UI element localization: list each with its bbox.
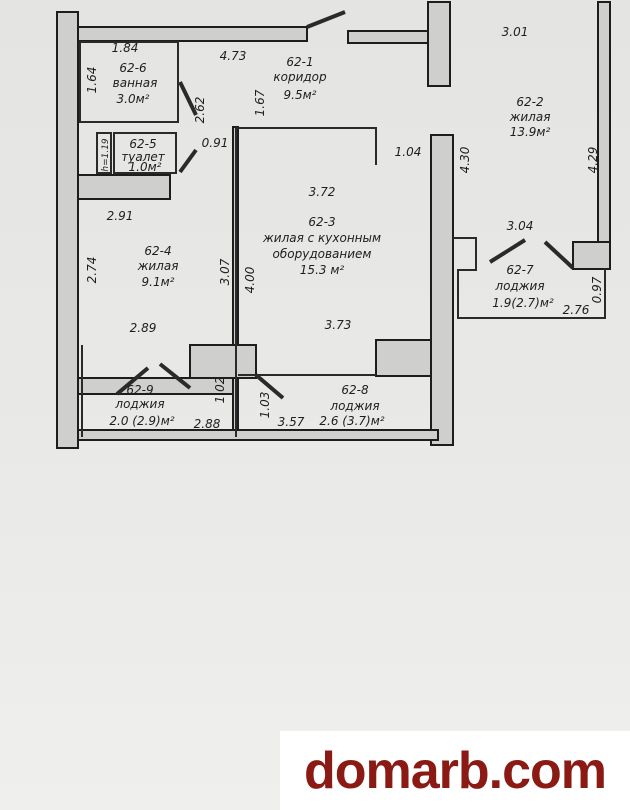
dimension: 0.97 — [590, 276, 604, 303]
room-id: 62-3 — [308, 215, 335, 229]
room-id: 62-1 — [286, 55, 313, 69]
dimension: 3.07 — [218, 258, 232, 285]
room-62-9: 62-9 лоджия 2.0 (2.9)м² — [109, 383, 174, 428]
dimension: 3.73 — [325, 318, 352, 332]
dimension: 1.67 — [253, 89, 267, 116]
room-id: 62-9 — [126, 383, 153, 397]
room-area: 3.0м² — [117, 92, 150, 106]
room-name: жилая — [137, 259, 179, 273]
room-name: лоджия — [494, 279, 544, 293]
room-id: 62-7 — [506, 263, 534, 277]
room-area: 9.1м² — [142, 275, 175, 289]
dimension: 4.30 — [458, 146, 472, 173]
room-name: туалет — [121, 150, 165, 164]
watermark-text: domarb.com — [303, 741, 607, 800]
dimension: 3.04 — [507, 219, 534, 233]
dimensions: 1.84 1.64 4.73 1.67 2.62 h=1.19 0.91 1.0… — [85, 25, 604, 431]
room-name-line2: оборудованием — [273, 247, 372, 261]
dimension: 1.03 — [258, 392, 272, 419]
room-name: лоджия — [114, 397, 164, 411]
room-62-7: 62-7 лоджия 1.9(2.7)м² — [492, 263, 554, 310]
dimension: 1.64 — [85, 67, 99, 94]
dimension: 3.57 — [278, 415, 305, 429]
room-62-5: 62-5 туалет 1.0м² — [121, 137, 165, 174]
watermark: domarb.com — [280, 731, 630, 810]
room-62-6: 62-6 ванная 3.0м² — [113, 61, 158, 106]
room-area: 15.3 м² — [300, 263, 345, 277]
dimension: 2.91 — [107, 209, 134, 223]
dimension: 4.00 — [243, 266, 257, 293]
room-name: коридор — [273, 70, 327, 84]
dimension: h=1.19 — [101, 138, 111, 172]
dimension: 4.73 — [220, 49, 247, 63]
room-area: 1.0м² — [129, 160, 162, 174]
room-name: ванная — [113, 76, 158, 90]
room-id: 62-2 — [516, 95, 543, 109]
dimension: 2.88 — [194, 417, 221, 431]
inner-lines — [79, 41, 606, 437]
room-name: лоджия — [329, 399, 379, 413]
room-area: 2.0 (2.9)м² — [109, 414, 174, 428]
dimension: 2.74 — [85, 257, 99, 284]
room-62-4: 62-4 жилая 9.1м² — [137, 244, 179, 289]
room-62-1: 62-1 коридор 9.5м² — [273, 55, 327, 102]
room-name: жилая — [509, 110, 551, 124]
room-id: 62-6 — [119, 61, 147, 75]
room-name: жилая с кухонным — [262, 231, 381, 245]
dimension: 1.04 — [395, 145, 422, 159]
dimension: 0.91 — [202, 136, 229, 150]
room-id: 62-4 — [144, 244, 171, 258]
dimension: 1.02 — [213, 377, 227, 404]
room-area: 2.6 (3.7)м² — [319, 414, 384, 428]
doors — [115, 10, 575, 400]
room-id: 62-8 — [341, 383, 369, 397]
dimension: 3.01 — [502, 25, 529, 39]
dimension: 3.72 — [309, 185, 336, 199]
room-62-3: 62-3 жилая с кухонным оборудованием 15.3… — [262, 215, 381, 277]
room-62-2: 62-2 жилая 13.9м² — [509, 95, 551, 139]
dimension: 1.84 — [112, 41, 139, 55]
dimension: 2.76 — [563, 303, 590, 317]
room-area: 13.9м² — [510, 125, 551, 139]
room-62-8: 62-8 лоджия 2.6 (3.7)м² — [319, 383, 384, 428]
dimension: 2.62 — [193, 97, 207, 124]
dimension: 4.29 — [586, 147, 600, 174]
room-area: 1.9(2.7)м² — [492, 296, 554, 310]
room-id: 62-5 — [129, 137, 156, 151]
room-area: 9.5м² — [284, 88, 317, 102]
dimension: 2.89 — [130, 321, 157, 335]
